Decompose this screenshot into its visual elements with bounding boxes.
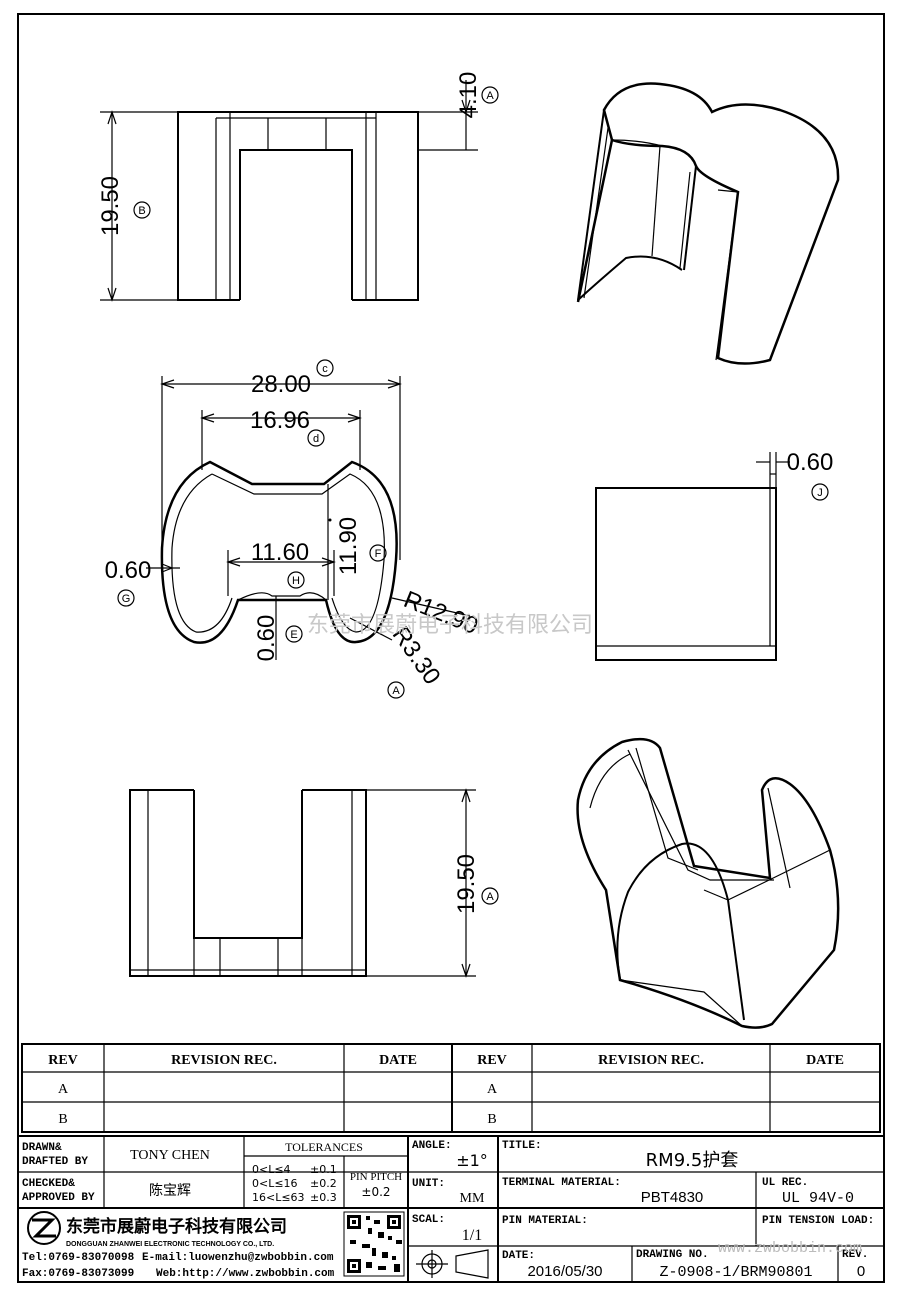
rev-rec-header-2: REVISION REC.	[598, 1053, 704, 1068]
marker-c: c	[322, 363, 328, 375]
drawn-label-2: DRAFTED BY	[22, 1156, 88, 1168]
marker-f: F	[375, 548, 382, 560]
company-web: Web:http://www.zwbobbin.com	[156, 1268, 335, 1280]
marker-b: B	[138, 205, 145, 217]
watermark-company: 东莞市展蔚电子科技有限公司	[307, 613, 593, 638]
ul-rec-value: UL 94V-0	[782, 1190, 854, 1207]
marker-h-circle	[287, 571, 305, 589]
rev-header-1: REV	[48, 1053, 78, 1068]
rev-label: REV.	[842, 1249, 868, 1261]
tol-value-2: ±0.2	[310, 1177, 337, 1190]
checked-label-1: CHECKED&	[22, 1178, 75, 1190]
bottom-iso-view	[576, 737, 840, 1029]
title-block-lines	[17, 1135, 885, 1283]
drawn-value: TONY CHEN	[130, 1148, 210, 1163]
watermark-url: www.zwbobbin.com	[718, 1240, 862, 1257]
company-name-cn: 东莞市展蔚电子科技有限公司	[66, 1216, 287, 1237]
tol-value-1: ±0.1	[310, 1163, 337, 1176]
tol-range-1: 0<L≤4	[252, 1163, 291, 1176]
pin-pitch-value: ±0.2	[361, 1185, 390, 1199]
unit-value: MM	[460, 1191, 485, 1206]
dim-11-90: 11.90	[335, 517, 362, 575]
marker-j-circle	[811, 483, 829, 501]
company-tel: Tel:0769-83070098	[22, 1252, 135, 1264]
dim-19-50-bot: 19.50	[453, 854, 480, 914]
marker-a2-circle	[387, 681, 405, 699]
angle-value: ±1°	[456, 1151, 488, 1170]
rev-row-a-right: A	[487, 1082, 498, 1097]
ul-rec-label: UL REC.	[762, 1177, 808, 1189]
company-logo	[27, 1211, 61, 1245]
rev-row-b-right: B	[487, 1112, 496, 1127]
dim-11-60: 11.60	[251, 539, 309, 566]
company-email: E-mail:luowenzhu@zwbobbin.com	[142, 1252, 334, 1264]
dim-28-00: 28.00	[251, 371, 311, 398]
pin-pitch-label: PIN PITCH	[350, 1171, 402, 1183]
rev-rec-header-1: REVISION REC.	[171, 1053, 277, 1068]
scale-label: SCAL:	[412, 1214, 445, 1226]
dim-4-10: 4.10	[455, 72, 482, 119]
date-label: DATE:	[502, 1250, 535, 1262]
dim-16-96: 16.96	[250, 407, 310, 434]
checked-label-2: APPROVED BY	[22, 1192, 95, 1204]
dim-0-60-j: 0.60	[787, 449, 834, 476]
tol-value-3: ±0.3	[310, 1191, 337, 1204]
top-iso-view	[576, 82, 840, 365]
marker-h: H	[292, 575, 300, 587]
marker-a1: A	[486, 90, 494, 102]
date-header-1: DATE	[379, 1053, 417, 1068]
company-fax: Fax:0769-83073099	[22, 1268, 134, 1280]
tol-range-3: 16<L≤63	[252, 1191, 305, 1204]
terminal-material-value: PBT4830	[641, 1189, 704, 1206]
pin-tension-label: PIN TENSION LOAD:	[762, 1215, 874, 1227]
pin-material-label: PIN MATERIAL:	[502, 1215, 588, 1227]
qr-code	[343, 1211, 405, 1277]
rev-value: 0	[857, 1263, 865, 1280]
marker-a2: A	[392, 685, 400, 697]
date-value: 2016/05/30	[527, 1263, 602, 1280]
checked-value: 陈宝辉	[149, 1182, 191, 1199]
marker-c-circle	[316, 359, 334, 377]
scale-value: 1/1	[462, 1227, 482, 1244]
marker-d-circle	[307, 429, 325, 447]
terminal-material-label: TERMINAL MATERIAL:	[502, 1177, 621, 1189]
title-label: TITLE:	[502, 1140, 542, 1152]
title-value: RM9.5护套	[646, 1150, 739, 1171]
tol-range-2: 0<L≤16	[252, 1177, 298, 1190]
drawing-no-value: Z-0908-1/BRM90801	[659, 1264, 812, 1281]
dim-0-60-e: 0.60	[253, 615, 280, 662]
section-view	[595, 452, 790, 661]
marker-e-circle	[285, 625, 303, 643]
date-header-2: DATE	[806, 1053, 844, 1068]
marker-g-circle	[117, 589, 135, 607]
dim-0-60-g: 0.60	[105, 557, 152, 584]
angle-label: ANGLE:	[412, 1140, 452, 1152]
marker-a3: A	[486, 891, 494, 903]
dim-19-50-top: 19.50	[97, 176, 124, 236]
bottom-side-view	[129, 788, 476, 978]
rev-header-2: REV	[477, 1053, 507, 1068]
drawn-label-1: DRAWN&	[22, 1142, 62, 1154]
marker-g: G	[122, 593, 131, 605]
rev-row-a-left: A	[58, 1082, 69, 1097]
marker-d: d	[313, 433, 319, 445]
marker-j: J	[817, 487, 823, 499]
rev-row-b-left: B	[58, 1112, 67, 1127]
company-name-en: DONGGUAN ZHANWEI ELECTRONIC TECHNOLOGY C…	[66, 1241, 274, 1248]
unit-label: UNIT:	[412, 1178, 445, 1190]
top-view-outline	[146, 376, 471, 660]
drawing-no-label: DRAWING NO.	[636, 1249, 709, 1261]
tolerances-label: TOLERANCES	[285, 1140, 363, 1154]
marker-f-circle	[369, 544, 387, 562]
marker-a3-circle	[481, 887, 499, 905]
revision-table-lines	[21, 1043, 881, 1133]
top-side-view	[100, 80, 478, 302]
marker-e: E	[290, 629, 297, 641]
marker-b-circle	[133, 201, 151, 219]
marker-a1-circle	[481, 86, 499, 104]
